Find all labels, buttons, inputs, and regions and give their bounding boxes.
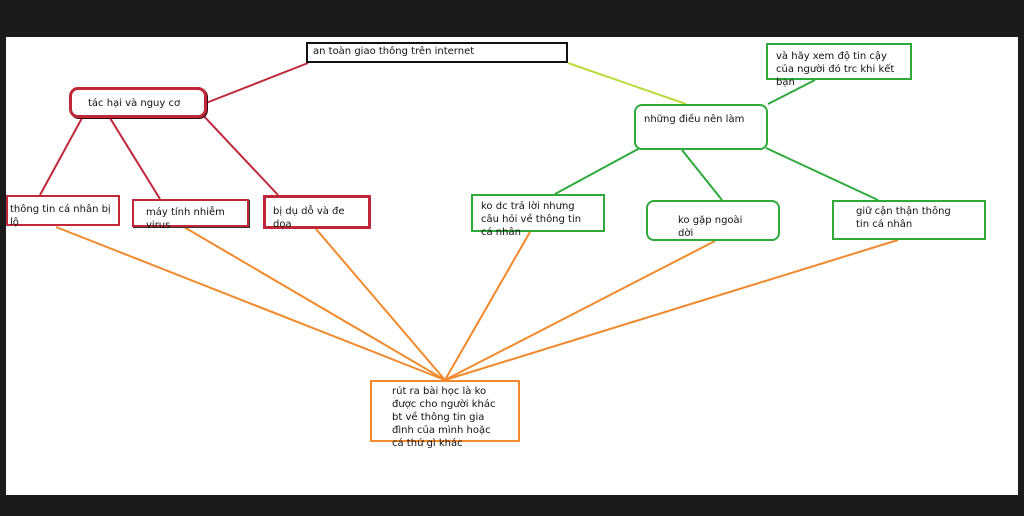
harm-child-threat: bị dụ dỗ và đe dọa: [263, 195, 371, 230]
good-child-1-label: ko dc trả lời nhưng câu hỏi về thông tin…: [481, 201, 582, 238]
harm-child-3-label: bị dụ dỗ và đe dọa: [273, 206, 345, 230]
link-root-good: [567, 62, 687, 105]
harm-child-2-label: máy tính nhiễm virus: [146, 207, 225, 231]
link-harm-child-2: [109, 117, 161, 200]
link-good-child-1: [554, 147, 641, 195]
harm-child-personal-info: thông tin cá nhân bị lộ: [6, 195, 120, 228]
good-note-node: và hãy xem độ tin cậy của người đó trc k…: [766, 43, 912, 88]
good-child-no-meet: ko gặp ngoài dời: [646, 200, 780, 241]
link-good-child-2: [681, 149, 723, 201]
root-node-label: an toàn giao thông trên internet: [313, 46, 475, 57]
lesson-label: rút ra bài học là ko được cho người khác…: [392, 386, 496, 449]
link-harm-child-3: [199, 111, 279, 196]
link-root-harm: [205, 62, 309, 104]
link-lesson-2: [183, 226, 446, 381]
good-note-label: và hãy xem độ tin cậy của người đó trc k…: [776, 51, 895, 88]
link-good-child-3: [765, 147, 879, 201]
good-child-no-answer: ko dc trả lời nhưng câu hỏi về thông tin…: [471, 194, 605, 238]
link-lesson-4: [444, 231, 531, 381]
root-node: an toàn giao thông trên internet: [306, 42, 568, 63]
harm-title-node: tác hại và nguy cơ: [69, 87, 207, 118]
link-lesson-3: [315, 228, 446, 381]
good-title-node: những điều nên làm: [634, 104, 768, 150]
harm-child-1-label: thông tin cá nhân bị lộ: [10, 204, 111, 228]
harm-child-virus: máy tính nhiễm virus: [132, 199, 249, 231]
good-title-label: những điều nên làm: [644, 114, 745, 125]
good-child-2-label: ko gặp ngoài dời: [678, 215, 743, 239]
lesson-node: rút ra bài học là ko được cho người khác…: [370, 380, 520, 449]
link-good-note: [767, 79, 816, 105]
link-lesson-6: [444, 239, 899, 381]
good-child-3-label: giữ cận thận thông tin cá nhân: [856, 206, 951, 230]
good-child-keep-info: giữ cận thận thông tin cá nhân: [832, 200, 986, 240]
link-lesson-5: [444, 240, 716, 381]
harm-title-label: tác hại và nguy cơ: [88, 98, 181, 109]
link-harm-child-1: [39, 117, 83, 196]
link-lesson-1: [55, 226, 446, 381]
